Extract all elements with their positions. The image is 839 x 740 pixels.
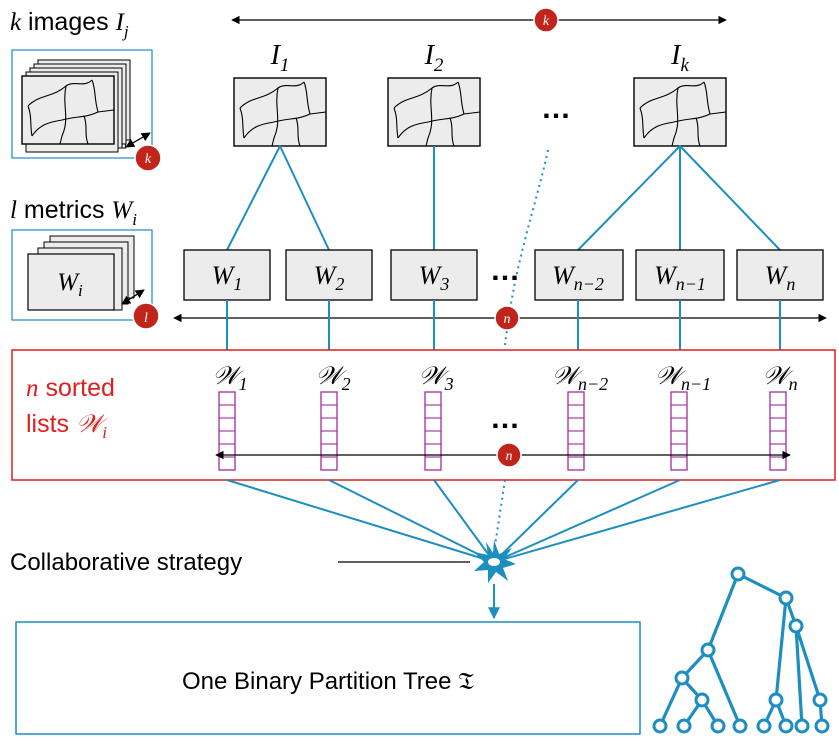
svg-text:Ik: Ik xyxy=(670,40,689,76)
svg-text:W2: W2 xyxy=(314,261,345,294)
output-label: One Binary Partition Tree 𝔗 xyxy=(182,668,474,695)
strategy-hub-icon xyxy=(474,540,516,583)
metric-box: Wn−1 xyxy=(635,249,725,301)
metric-box: Wn−2 xyxy=(534,249,624,301)
svg-text:k: k xyxy=(543,14,550,29)
svg-text:Wn: Wn xyxy=(765,261,796,294)
n-range-arrow-metrics: n xyxy=(173,305,827,331)
metrics-caption: l metrics Wi xyxy=(10,196,137,229)
metric-stack-icon: Wi l xyxy=(11,229,160,330)
list-label: 𝒲n−2 xyxy=(552,363,608,394)
svg-text:W1: W1 xyxy=(212,261,243,294)
svg-text:Wn−1: Wn−1 xyxy=(654,261,706,294)
metric-box: Wn xyxy=(736,249,824,301)
output-box xyxy=(15,621,641,735)
image-thumbnail: I1 xyxy=(233,40,327,147)
list-label: 𝒲2 xyxy=(315,363,350,394)
k-badge-text: k xyxy=(145,152,152,167)
metric-box: W1 xyxy=(183,249,271,301)
l-badge-text: l xyxy=(144,311,148,326)
image-stack-icon: k xyxy=(11,49,162,172)
sorted-list-icon xyxy=(320,391,338,471)
image-thumbnail: I2 xyxy=(387,40,481,147)
svg-text:n: n xyxy=(504,312,511,327)
sorted-lists-panel xyxy=(11,349,836,481)
svg-text:I1: I1 xyxy=(270,40,290,76)
lists-ellipsis: … xyxy=(490,402,520,435)
metric-box: W3 xyxy=(390,249,478,301)
svg-text:n: n xyxy=(506,449,513,464)
metrics-ellipsis: … xyxy=(490,254,520,287)
sorted-list-icon xyxy=(567,391,585,471)
metric-stack-label: Wi xyxy=(57,269,83,300)
metric-box: W2 xyxy=(285,249,373,301)
svg-text:W3: W3 xyxy=(419,261,450,294)
binary-tree-icon xyxy=(652,566,830,734)
lists-caption-line2: lists 𝒲i xyxy=(26,410,108,442)
list-label: 𝒲1 xyxy=(212,363,247,394)
images-ellipsis: … xyxy=(541,92,571,125)
list-label: 𝒲n xyxy=(762,363,797,394)
list-label: 𝒲n−1 xyxy=(655,363,711,394)
metric-list-links xyxy=(226,300,781,350)
k-range-arrow: k xyxy=(231,7,727,33)
svg-text:I2: I2 xyxy=(424,40,444,76)
lists-caption-line1: n sorted xyxy=(26,374,115,402)
list-hub-links xyxy=(226,479,781,563)
sorted-list-icon xyxy=(218,391,236,471)
sorted-list-icon xyxy=(424,391,442,471)
n-range-arrow-lists: n xyxy=(215,442,791,468)
strategy-label: Collaborative strategy xyxy=(10,549,242,576)
images-caption: k images Ij xyxy=(10,8,129,41)
svg-text:Wn−2: Wn−2 xyxy=(552,261,604,294)
list-label: 𝒲3 xyxy=(418,363,453,394)
sorted-list-icon xyxy=(670,391,688,471)
sorted-list-icon xyxy=(769,391,787,471)
image-thumbnail: Ik xyxy=(633,40,727,147)
